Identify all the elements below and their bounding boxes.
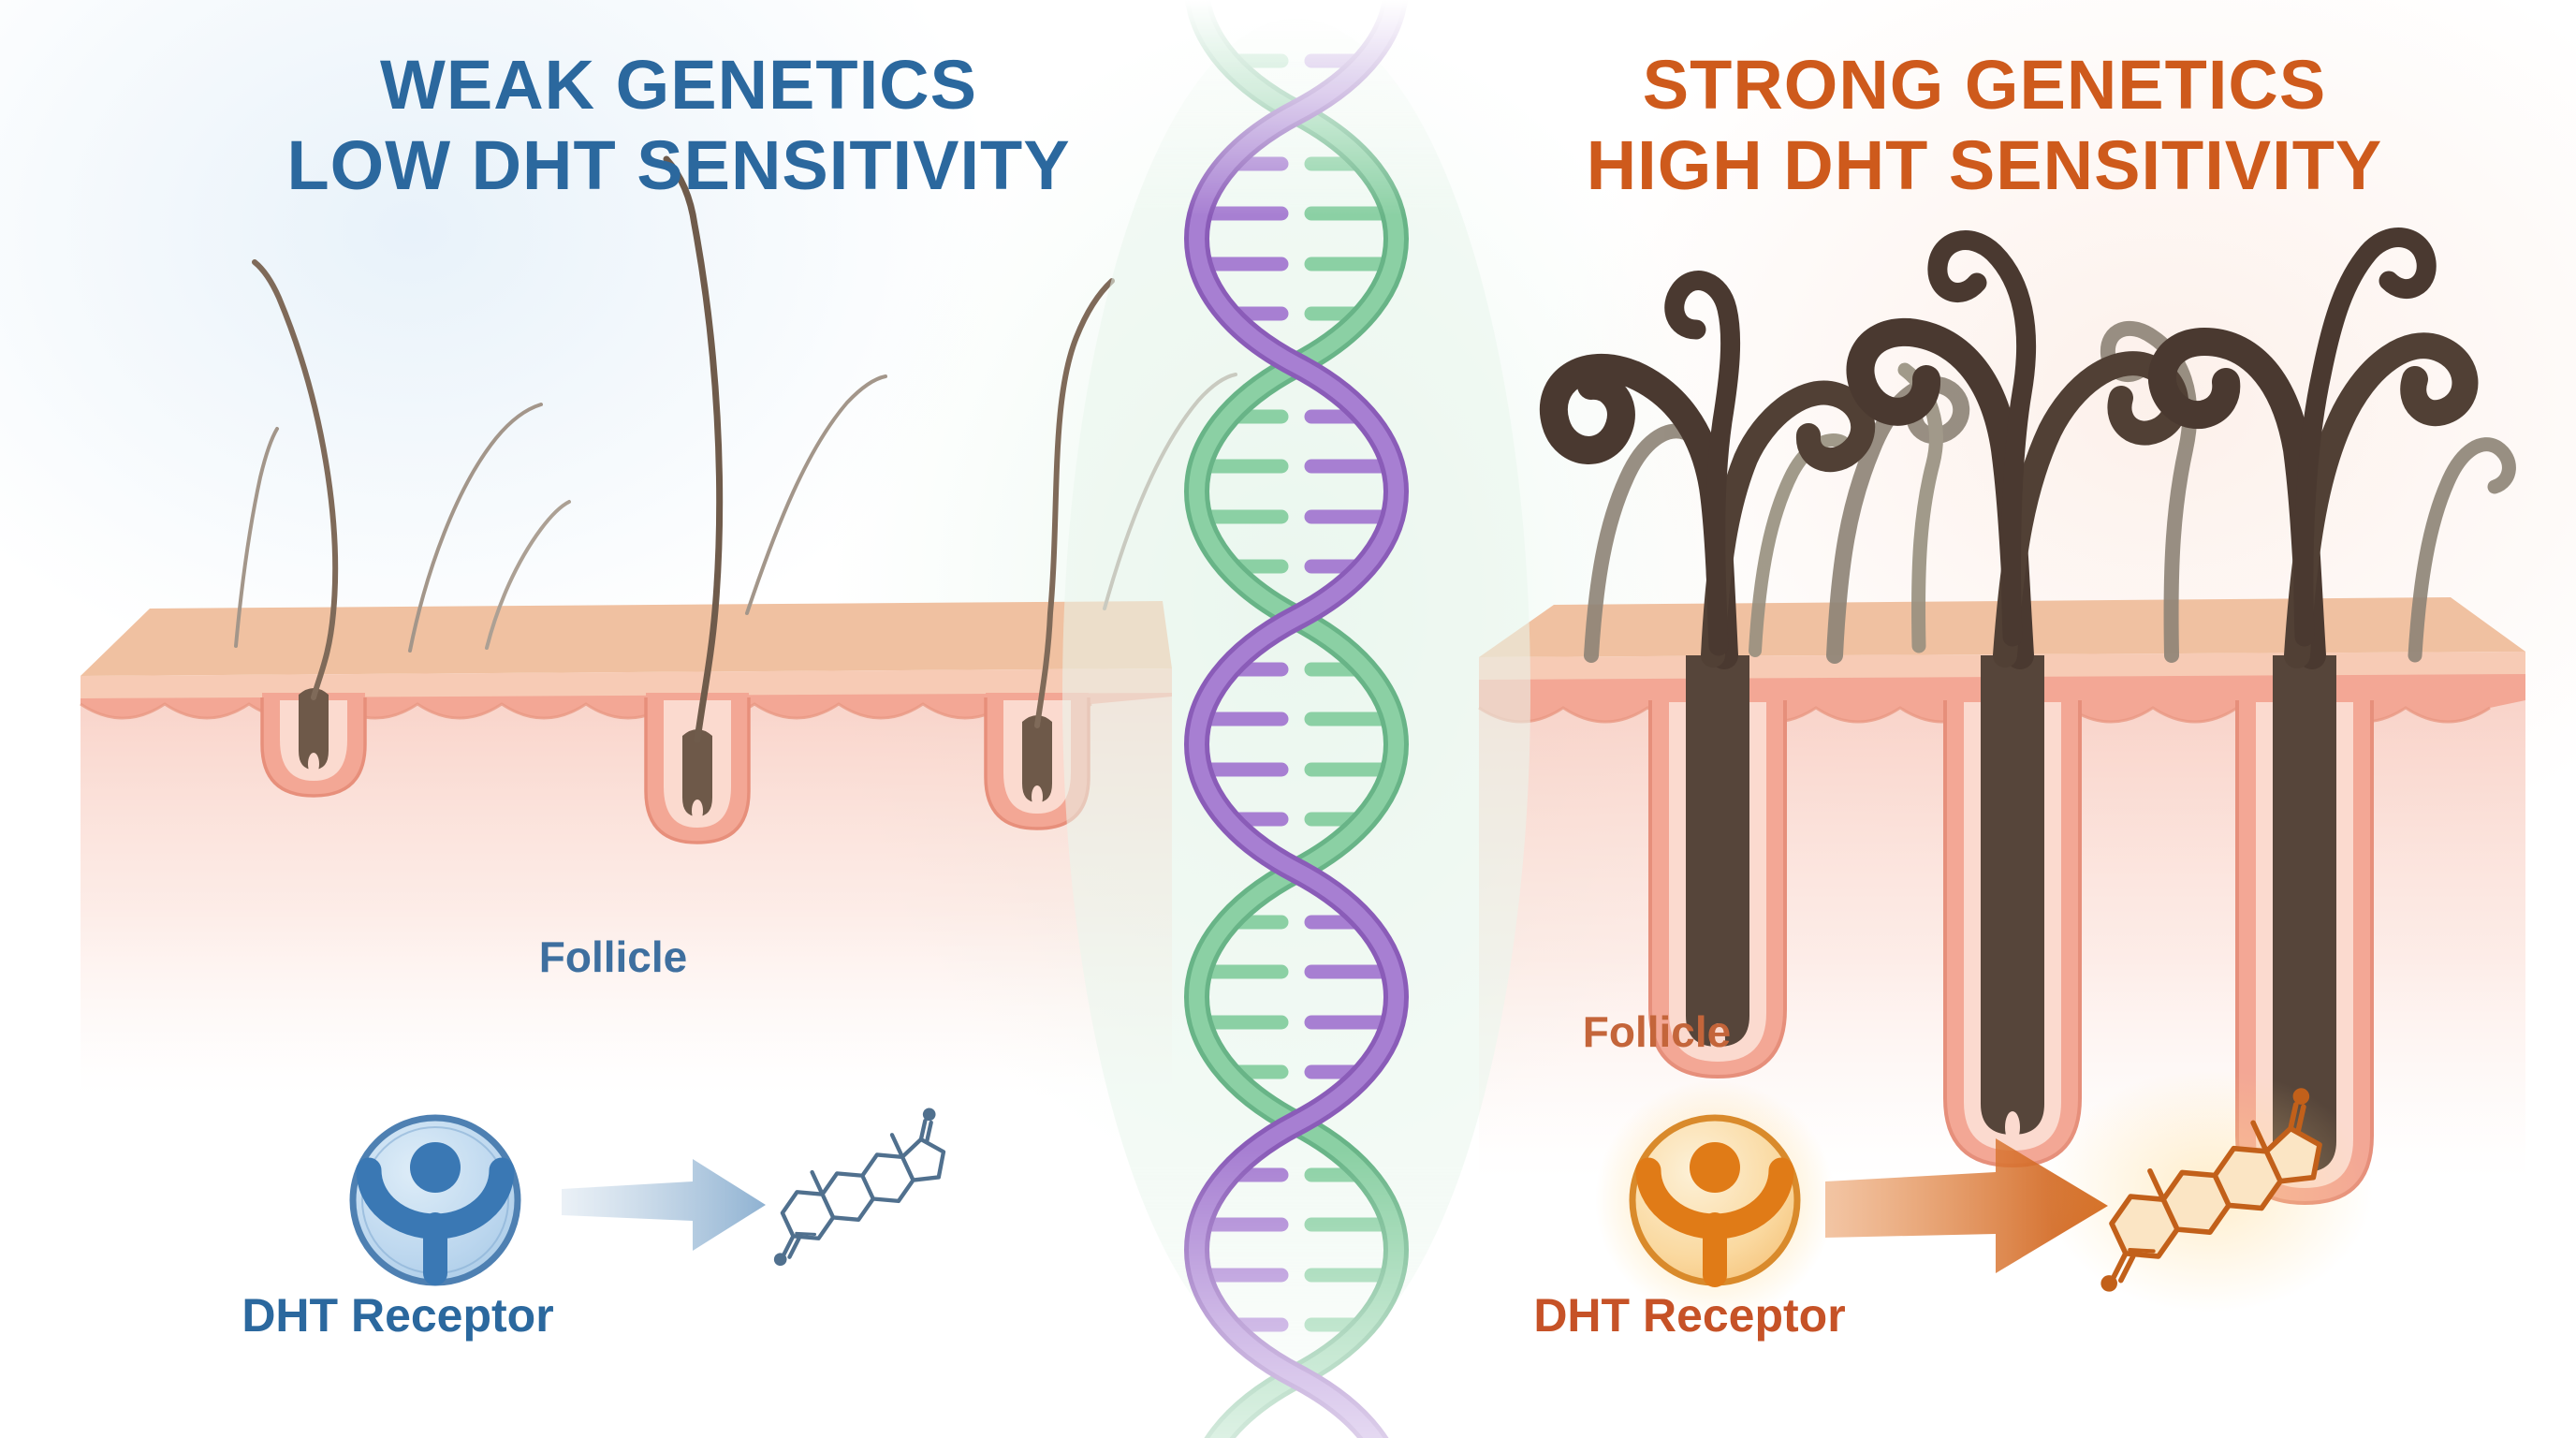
follicle-label-right: Follicle	[1582, 1007, 1732, 1056]
follicle-label-left: Follicle	[538, 932, 688, 981]
skin-cross-section-right	[1478, 227, 2525, 1206]
dht-receptor-label-left: DHT Receptor	[242, 1289, 554, 1342]
dht-molecule-left	[743, 1106, 967, 1268]
dht-receptor-icon-left	[349, 1114, 521, 1286]
right-title-line1: STRONG GENETICS	[1642, 46, 2327, 124]
left-panel-title: WEAK GENETICS LOW DHT SENSITIVITY	[131, 45, 1226, 206]
arrow-right-icon-left	[562, 1159, 766, 1251]
dht-receptor-icon-right	[1595, 1080, 1835, 1320]
left-title-line2: LOW DHT SENSITIVITY	[286, 126, 1071, 204]
dht-molecule-right	[2045, 1069, 2373, 1313]
dht-receptor-label-right: DHT Receptor	[1533, 1289, 1846, 1342]
rooted-hairs-left	[252, 155, 1115, 743]
right-title-line2: HIGH DHT SENSITIVITY	[1586, 126, 2383, 204]
arrow-right-icon-right	[1825, 1138, 2108, 1273]
skin-cross-section-left	[80, 155, 1237, 1095]
dna-helix-illustration	[1062, 0, 1530, 1438]
left-title-line1: WEAK GENETICS	[380, 46, 977, 124]
thick-curly-hairs-right	[1540, 227, 2479, 669]
hair-follicles-right	[1648, 655, 2374, 1206]
right-panel-title: STRONG GENETICS HIGH DHT SENSITIVITY	[1460, 45, 2509, 206]
